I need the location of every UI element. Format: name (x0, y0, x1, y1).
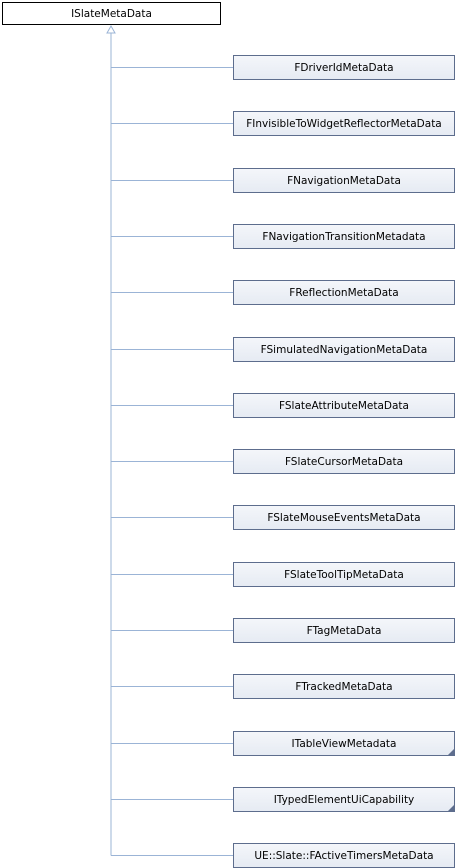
derived-class-label: FNavigationMetaData (287, 174, 401, 187)
base-class-node[interactable]: ISlateMetaData (2, 2, 221, 25)
truncated-marker-icon (448, 749, 454, 755)
derived-class-label: FSlateCursorMetaData (284, 455, 404, 468)
truncated-marker-icon (448, 805, 454, 811)
derived-class-node[interactable]: FTrackedMetaData (233, 674, 455, 699)
derived-class-label: FReflectionMetaData (289, 286, 399, 299)
derived-class-node[interactable]: FSlateToolTipMetaData (233, 562, 455, 587)
inheritance-arrowhead-icon (106, 24, 116, 34)
derived-class-label: FSlateMouseEventsMetaData (267, 511, 421, 524)
derived-class-label: ITypedElementUiCapability (273, 793, 415, 806)
derived-class-node[interactable]: FTagMetaData (233, 618, 455, 643)
derived-class-label: FTrackedMetaData (295, 680, 393, 693)
derived-class-node[interactable]: FReflectionMetaData (233, 280, 455, 305)
derived-class-label: FSimulatedNavigationMetaData (260, 343, 428, 356)
derived-class-node[interactable]: FDriverIdMetaData (233, 55, 455, 80)
derived-class-label: FSlateAttributeMetaData (279, 399, 409, 412)
derived-class-node[interactable]: FSlateCursorMetaData (233, 449, 455, 474)
derived-class-node[interactable]: UE::Slate::FActiveTimersMetaData (233, 843, 455, 868)
derived-class-node[interactable]: FSlateAttributeMetaData (233, 393, 455, 418)
derived-class-node[interactable]: FSimulatedNavigationMetaData (233, 337, 455, 362)
derived-class-node[interactable]: FNavigationMetaData (233, 168, 455, 193)
derived-class-node[interactable]: ITypedElementUiCapability (233, 787, 455, 812)
derived-class-node[interactable]: FNavigationTransitionMetadata (233, 224, 455, 249)
derived-class-node[interactable]: FInvisibleToWidgetReflectorMetaData (233, 111, 455, 136)
derived-class-label: UE::Slate::FActiveTimersMetaData (254, 849, 434, 862)
derived-class-label: FTagMetaData (306, 624, 382, 637)
derived-class-label: FInvisibleToWidgetReflectorMetaData (246, 117, 442, 130)
base-class-label: ISlateMetaData (71, 7, 152, 20)
derived-class-label: FDriverIdMetaData (294, 61, 394, 74)
derived-class-label: FSlateToolTipMetaData (284, 568, 404, 581)
derived-class-label: ITableViewMetadata (291, 737, 397, 750)
derived-class-label: FNavigationTransitionMetadata (262, 230, 426, 243)
derived-class-node[interactable]: FSlateMouseEventsMetaData (233, 505, 455, 530)
derived-class-node[interactable]: ITableViewMetadata (233, 731, 455, 756)
